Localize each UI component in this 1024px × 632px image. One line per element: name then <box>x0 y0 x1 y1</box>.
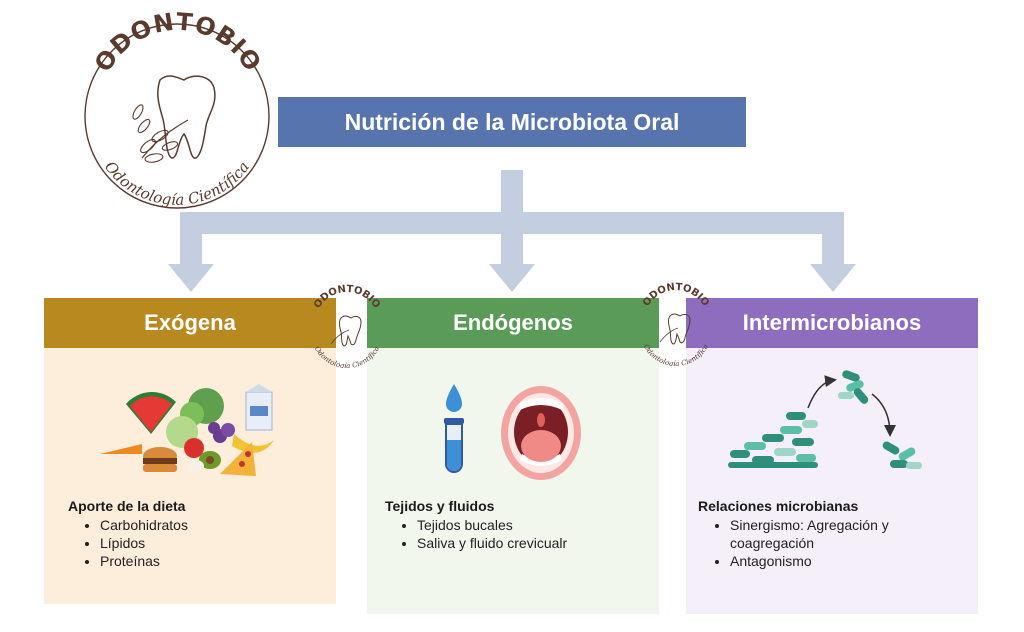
endogenos-list-title: Tejidos y fluidos <box>385 498 495 514</box>
title-box: Nutrición de la Microbiota Oral <box>278 97 746 147</box>
intermicro-list: Relaciones microbianas Sinergismo: Agreg… <box>698 497 948 570</box>
svg-text:Odontología Científica: Odontología Científica <box>313 345 381 368</box>
bacteria-icon <box>728 370 922 469</box>
watermark-tagline: Odontología Científica <box>642 343 710 366</box>
list-item: Saliva y fluido crevicualr <box>417 534 655 552</box>
list-item: Sinergismo: Agregación y coagregación <box>730 516 948 552</box>
endogenos-items: Tejidos bucales Saliva y fluido crevicua… <box>385 516 655 552</box>
exogena-list: Aporte de la dieta Carbohidratos Lípidos… <box>68 497 328 570</box>
test-tube-icon <box>444 384 464 473</box>
food-icon <box>100 384 274 476</box>
intermicro-header: Intermicrobianos <box>686 298 978 348</box>
watermark-name: ODONTOBIO <box>312 284 382 310</box>
endogenos-header: Endógenos <box>367 298 659 348</box>
intermicro-header-label: Intermicrobianos <box>742 310 922 335</box>
mouth-icon <box>501 386 581 480</box>
endogenos-list: Tejidos y fluidos Tejidos bucales Saliva… <box>385 497 655 552</box>
intermicro-list-title: Relaciones microbianas <box>698 498 859 514</box>
endogenos-header-label: Endógenos <box>453 310 573 335</box>
list-item: Proteínas <box>100 552 328 570</box>
list-item: Tejidos bucales <box>417 516 655 534</box>
diagram-title: Nutrición de la Microbiota Oral <box>344 108 680 135</box>
watermark-logo-right: ODONTOBIO Odontología Científica <box>641 282 711 366</box>
watermark-tagline: Odontología Científica <box>313 345 381 368</box>
list-item: Antagonismo <box>730 552 948 570</box>
svg-text:Odontología Científica: Odontología Científica <box>642 343 710 366</box>
exogena-header-label: Exógena <box>144 310 236 335</box>
list-item: Carbohidratos <box>100 516 328 534</box>
watermark-logo-left: ODONTOBIO Odontología Científica <box>312 284 382 368</box>
list-item: Lípidos <box>100 534 328 552</box>
svg-text:ODONTOBIO: ODONTOBIO <box>641 282 711 308</box>
odontobio-logo: ODONTOBIO Odontología Científica <box>84 8 270 209</box>
watermark-name: ODONTOBIO <box>641 282 711 308</box>
exogena-list-title: Aporte de la dieta <box>68 498 186 514</box>
svg-text:ODONTOBIO: ODONTOBIO <box>312 284 382 310</box>
intermicro-items: Sinergismo: Agregación y coagregación An… <box>698 516 948 570</box>
exogena-items: Carbohidratos Lípidos Proteínas <box>68 516 328 570</box>
exogena-header: Exógena <box>44 298 336 348</box>
